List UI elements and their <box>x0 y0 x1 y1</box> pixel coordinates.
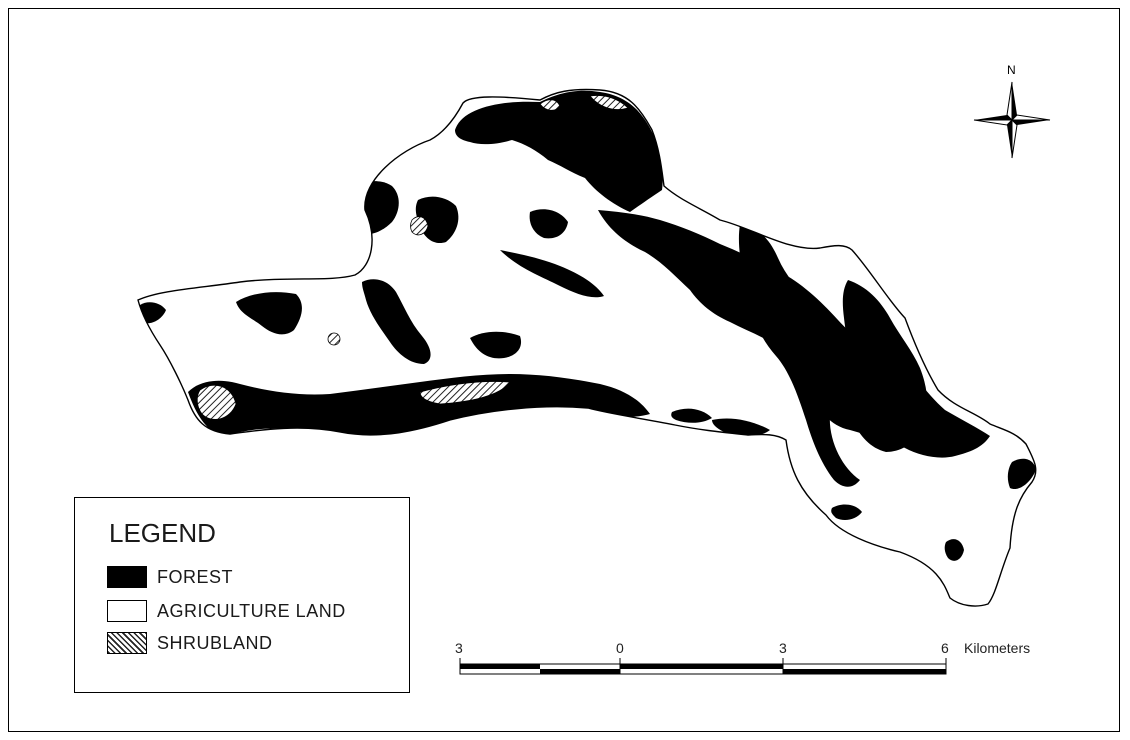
scale-seg-3 <box>620 664 783 669</box>
shrubland-swatch <box>107 632 147 654</box>
map-frame <box>8 8 1120 732</box>
forest-patch-south <box>188 374 650 438</box>
shrub-patch-1 <box>539 99 561 111</box>
scale-seg-4 <box>783 669 946 674</box>
legend-item-shrubland: SHRUBLAND <box>107 630 273 656</box>
forest-patch-west-2 <box>236 292 302 335</box>
shrub-patch-2 <box>589 95 629 110</box>
scale-tick-label: 3 <box>779 640 787 656</box>
forest-patch-center-5 <box>529 209 568 239</box>
forest-patch-s <box>671 408 712 423</box>
forest-patch-se-2 <box>944 539 964 561</box>
agriculture-area <box>138 89 1036 606</box>
legend-item-agriculture: AGRICULTURE LAND <box>107 598 346 624</box>
legend-title: LEGEND <box>109 518 216 548</box>
legend-item-label: FOREST <box>157 566 234 587</box>
north-arrow-icon <box>973 81 1051 159</box>
scale-tick-label: 3 <box>455 640 463 656</box>
forest-patch-se <box>831 504 862 520</box>
scale-bar <box>459 658 947 675</box>
legend-item-forest: FOREST <box>107 564 233 590</box>
legend-item-label: AGRICULTURE LAND <box>157 600 346 621</box>
legend-item-label: SHRUBLAND <box>157 632 273 653</box>
forest-patch-center <box>362 279 431 364</box>
forest-patch-east-2 <box>738 224 860 487</box>
shrub-patch-5 <box>419 381 511 405</box>
forest-patch-north <box>455 90 663 212</box>
scale-tick-label: 6 <box>941 640 949 656</box>
legend-box: LEGEND FOREST AGRICULTURE LAND SHRUBLAND <box>74 497 410 693</box>
forest-patch-s-2 <box>712 418 770 437</box>
agriculture-swatch <box>107 600 147 622</box>
scale-tick-label: 0 <box>616 640 624 656</box>
forest-patch-west <box>138 302 166 324</box>
scale-seg-2 <box>540 669 620 674</box>
forest-patch-se-3 <box>1007 458 1036 489</box>
scale-units-label: Kilometers <box>964 640 1031 656</box>
shrub-patch-3 <box>410 216 429 236</box>
forest-swatch <box>107 566 147 588</box>
forest-patch-center-4 <box>415 196 459 244</box>
forest-patch-center-3 <box>500 250 604 298</box>
north-label: N <box>1007 63 1016 77</box>
shrubland-patches <box>196 95 629 420</box>
forest-patch-center-2 <box>470 331 522 359</box>
forest-patch-east-3 <box>842 280 928 452</box>
scale-seg-1 <box>460 664 540 669</box>
shrub-patch-6 <box>327 332 341 346</box>
river-line <box>599 235 677 345</box>
shrub-patch-4 <box>196 384 237 420</box>
region-boundary <box>137 88 1037 607</box>
